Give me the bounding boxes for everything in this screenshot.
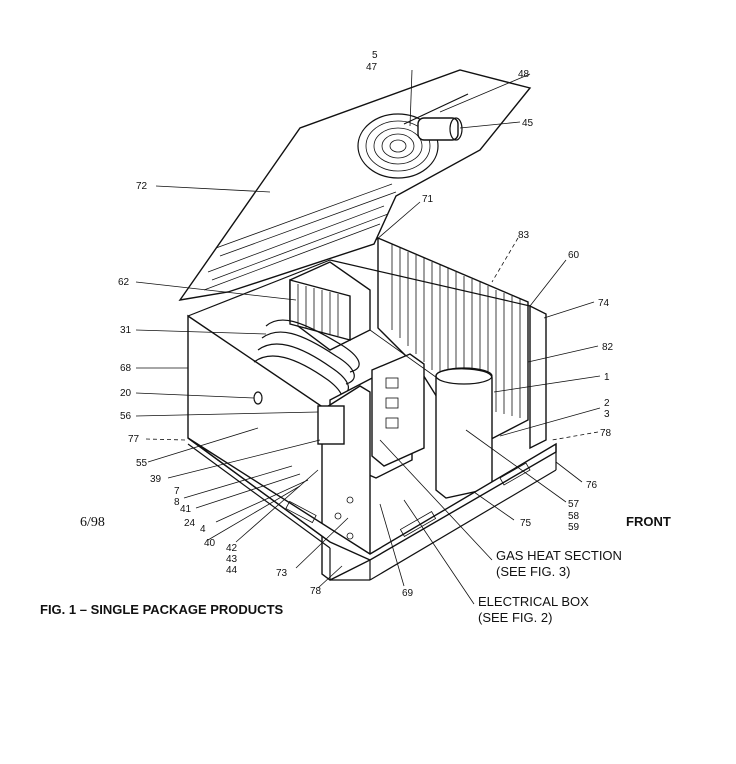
callout-68: 68 [120, 363, 132, 374]
callout-1: 1 [604, 372, 610, 383]
callout-58: 58 [568, 511, 580, 522]
callout-numbers: 5 47 48 45 72 71 83 60 62 74 31 82 68 1 … [118, 50, 614, 599]
callout-78-right: 78 [600, 428, 612, 439]
callout-4: 4 [200, 524, 206, 535]
callout-77: 77 [128, 434, 140, 445]
callout-83: 83 [518, 230, 530, 241]
callout-2: 2 [604, 398, 610, 409]
callout-7: 7 [174, 486, 180, 497]
figure-labels: 6/98 FRONT GAS HEAT SECTION (SEE FIG. 3)… [40, 514, 671, 625]
electrical-box-label-line2: (SEE FIG. 2) [478, 610, 552, 625]
callout-45: 45 [522, 118, 534, 129]
callout-40: 40 [204, 538, 216, 549]
unit-illustration [178, 69, 557, 581]
callout-3: 3 [604, 409, 610, 420]
callout-24: 24 [184, 518, 196, 529]
electrical-box-label-line1: ELECTRICAL BOX [478, 594, 589, 609]
callout-59: 59 [568, 522, 580, 533]
callout-76: 76 [586, 480, 598, 491]
condenser-fan-motor [357, 93, 469, 179]
leader-lines [135, 69, 601, 605]
callout-74: 74 [598, 298, 610, 309]
callout-69: 69 [402, 588, 414, 599]
callout-20: 20 [120, 388, 132, 399]
callout-73: 73 [276, 568, 288, 579]
callout-42: 42 [226, 543, 238, 554]
callout-72: 72 [136, 181, 148, 192]
gas-heat-section-label-line2: (SEE FIG. 3) [496, 564, 570, 579]
callout-31: 31 [120, 325, 132, 336]
callout-47: 47 [366, 62, 378, 73]
callout-82: 82 [602, 342, 614, 353]
callout-43: 43 [226, 554, 238, 565]
callout-55: 55 [136, 458, 148, 469]
callout-48: 48 [518, 69, 530, 80]
figure-caption: FIG. 1 – SINGLE PACKAGE PRODUCTS [40, 602, 284, 617]
callout-8: 8 [174, 497, 180, 508]
gas-heat-section-label-line1: GAS HEAT SECTION [496, 548, 622, 563]
callout-39: 39 [150, 474, 162, 485]
callout-41: 41 [180, 504, 192, 515]
callout-62: 62 [118, 277, 130, 288]
callout-71: 71 [422, 194, 434, 205]
callout-78-bottom: 78 [310, 586, 322, 597]
callout-44: 44 [226, 565, 238, 576]
front-label: FRONT [626, 514, 671, 529]
callout-75: 75 [520, 518, 532, 529]
callout-60: 60 [568, 250, 580, 261]
callout-5: 5 [372, 50, 378, 61]
callout-57: 57 [568, 499, 580, 510]
cabinet-body [187, 236, 557, 581]
callout-56: 56 [120, 411, 132, 422]
date-code: 6/98 [80, 515, 105, 530]
